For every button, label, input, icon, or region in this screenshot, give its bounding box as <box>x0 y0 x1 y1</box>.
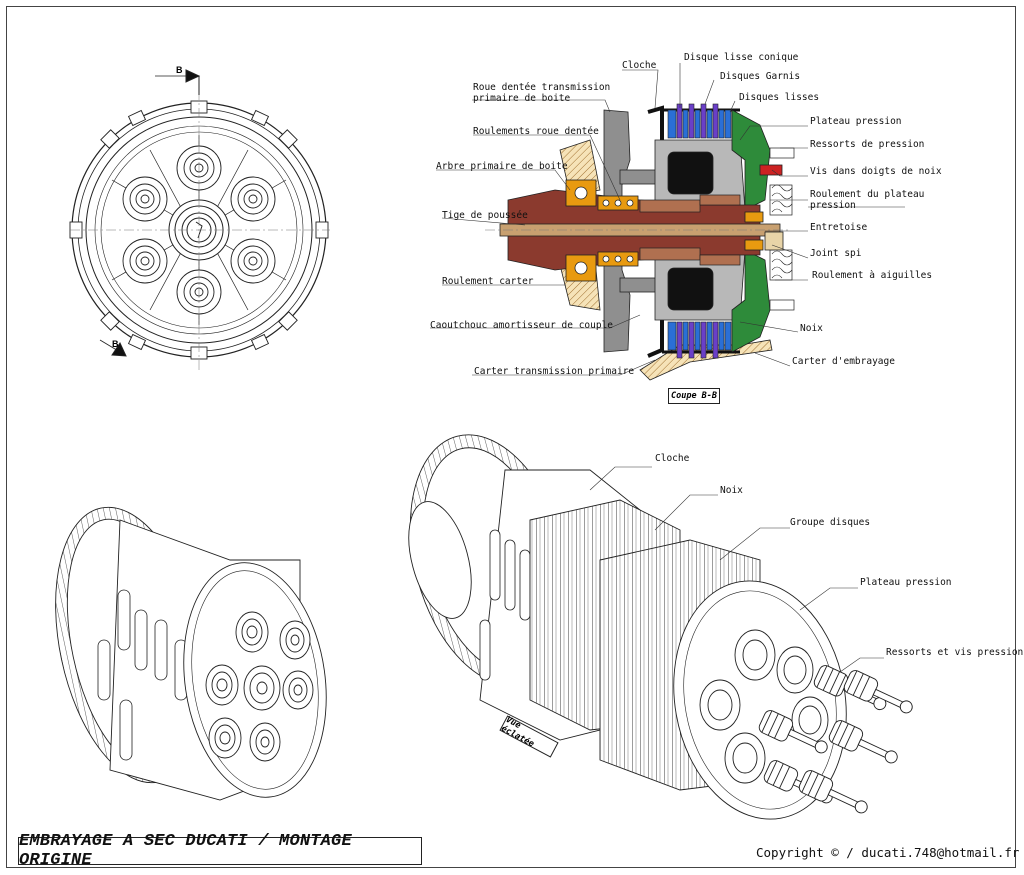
exploded-view <box>408 434 913 820</box>
drawing-frame <box>6 6 1016 868</box>
exploded-label-cloche: Cloche <box>655 453 690 464</box>
label-roue-dentee-2: primaire de boite <box>473 93 571 104</box>
exploded-label-ressorts-vis: Ressorts et vis pression <box>886 647 1024 658</box>
exploded-label-plateau-pression: Plateau pression <box>860 577 952 588</box>
label-roulement-aiguilles: Roulement à aiguilles <box>812 270 933 281</box>
label-ressorts-pression: Ressorts de pression <box>810 139 925 150</box>
exploded-leaders <box>589 466 884 673</box>
assembled-view <box>55 506 327 801</box>
section-mark-top: B <box>176 65 183 75</box>
label-roulements-roue: Roulements roue dentée <box>473 126 599 137</box>
section-mark-bottom: B <box>112 339 119 349</box>
label-arbre-primaire: Arbre primaire de boite <box>436 161 568 172</box>
coupe-label: Coupe B-B <box>668 388 720 404</box>
exploded-label-noix: Noix <box>720 485 743 496</box>
label-disque-lisse-conique: Disque lisse conique <box>684 52 799 63</box>
label-joint-spi: Joint spi <box>810 248 862 259</box>
label-carter-transmission: Carter transmission primaire <box>474 366 635 377</box>
label-cloche: Cloche <box>622 60 657 71</box>
label-disques-lisses: Disques lisses <box>739 92 820 103</box>
drawing-title: EMBRAYAGE A SEC DUCATI / MONTAGE ORIGINE <box>19 832 352 870</box>
label-roue-dentee-1: Roue dentée transmission <box>473 82 611 93</box>
label-entretoise: Entretoise <box>810 222 868 233</box>
section-view <box>485 103 795 381</box>
label-noix: Noix <box>800 323 823 334</box>
label-disques-garnis: Disques Garnis <box>720 71 801 82</box>
label-vis-doigts: Vis dans doigts de noix <box>810 166 942 177</box>
section-leaders <box>430 63 905 376</box>
label-carter-embrayage: Carter d'embrayage <box>792 356 895 367</box>
label-caoutchouc: Caoutchouc amortisseur de couple <box>430 320 614 331</box>
label-plateau-pression: Plateau pression <box>810 116 902 127</box>
label-roulement-plateau-1: Roulement du plateau <box>810 189 925 200</box>
label-tige-poussee: Tige de poussée <box>442 210 528 221</box>
exploded-label-groupe-disques: Groupe disques <box>790 517 871 528</box>
title-block: EMBRAYAGE A SEC DUCATI / MONTAGE ORIGINE <box>18 832 422 870</box>
label-roulement-carter: Roulement carter <box>442 276 534 287</box>
front-view <box>69 69 330 370</box>
label-roulement-plateau-2: pression <box>810 200 856 211</box>
copyright-notice: Copyright © / ducati.748@hotmail.fr <box>756 845 1020 860</box>
